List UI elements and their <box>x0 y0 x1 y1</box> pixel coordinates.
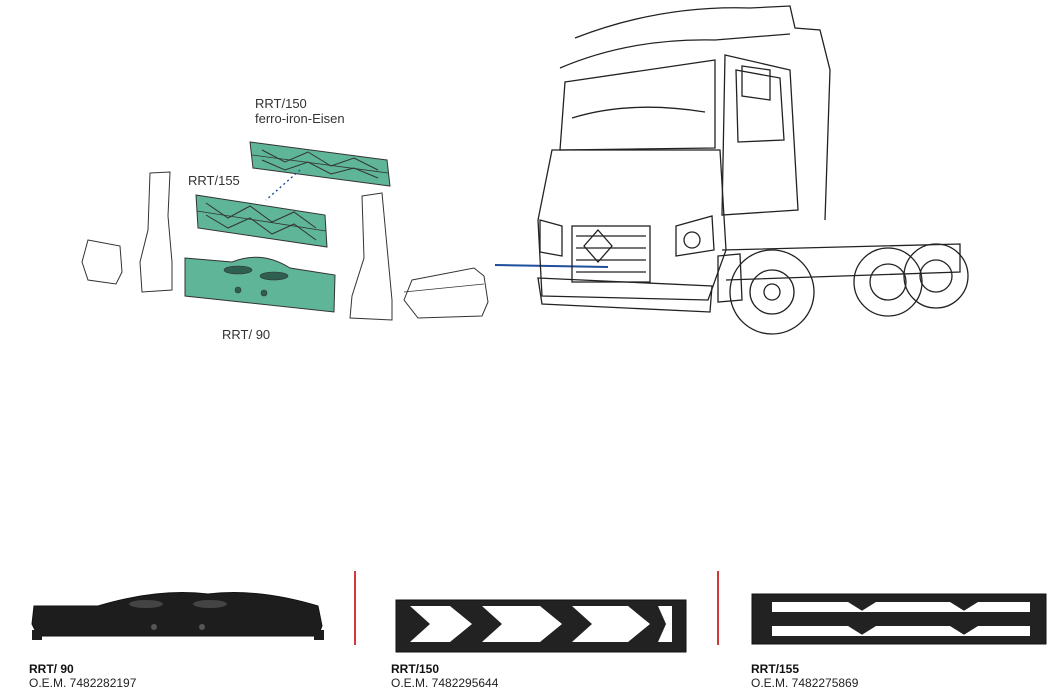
product-oem: O.E.M. 7482282197 <box>29 676 137 690</box>
product-code: RRT/155 <box>751 662 800 676</box>
right-side-panel-drawing <box>349 192 393 321</box>
left-corner-lamp-drawing <box>81 239 123 285</box>
product-oem: O.E.M. 7482295644 <box>391 676 499 690</box>
rrt90-panel-drawing <box>184 256 336 313</box>
product-oem: O.E.M. 7482275869 <box>751 676 859 690</box>
product-code: RRT/150 <box>391 662 440 676</box>
right-corner-lamp-drawing <box>403 267 489 319</box>
rrt150-callout-code: RRT/150 <box>255 96 307 111</box>
left-side-panel-drawing <box>139 171 173 293</box>
rrt155-product-image <box>751 593 1047 645</box>
truck-drawing <box>494 5 969 335</box>
rrt150-callout-material: ferro-iron-Eisen <box>255 111 345 126</box>
rrt150-grille-drawing <box>249 141 391 187</box>
rrt90-product-image <box>31 592 324 640</box>
rrt150-product-image <box>395 599 687 653</box>
divider <box>717 571 719 645</box>
pointer-line <box>494 264 609 268</box>
product-card-rrt90: RRT/ 90 O.E.M. 7482282197 <box>28 580 328 690</box>
rrt155-callout-code: RRT/155 <box>188 173 240 188</box>
product-code: RRT/ 90 <box>29 662 74 676</box>
dotted-connector <box>265 169 301 201</box>
exploded-parts-diagram <box>81 141 489 321</box>
rrt155-grille-drawing <box>195 194 328 248</box>
divider <box>354 571 356 645</box>
product-card-rrt155: RRT/155 O.E.M. 7482275869 <box>750 580 1050 690</box>
product-card-rrt150: RRT/150 O.E.M. 7482295644 <box>390 580 690 690</box>
rrt90-callout-code: RRT/ 90 <box>222 327 271 342</box>
